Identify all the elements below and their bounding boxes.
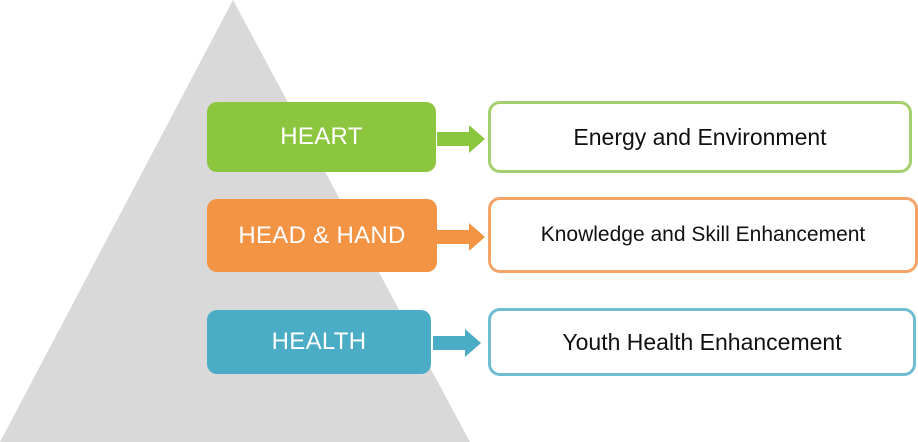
level-health-description: Youth Health Enhancement (488, 308, 916, 376)
level-head-hand-description: Knowledge and Skill Enhancement (488, 197, 918, 273)
arrow-right-icon (437, 125, 485, 153)
arrow-right-icon (433, 329, 481, 357)
arrow-right-icon (437, 223, 485, 251)
level-heart-description: Energy and Environment (488, 101, 912, 173)
level-head-hand-label: HEAD & HAND (207, 199, 437, 272)
level-heart-label: HEART (207, 102, 436, 172)
level-health-label: HEALTH (207, 310, 431, 374)
